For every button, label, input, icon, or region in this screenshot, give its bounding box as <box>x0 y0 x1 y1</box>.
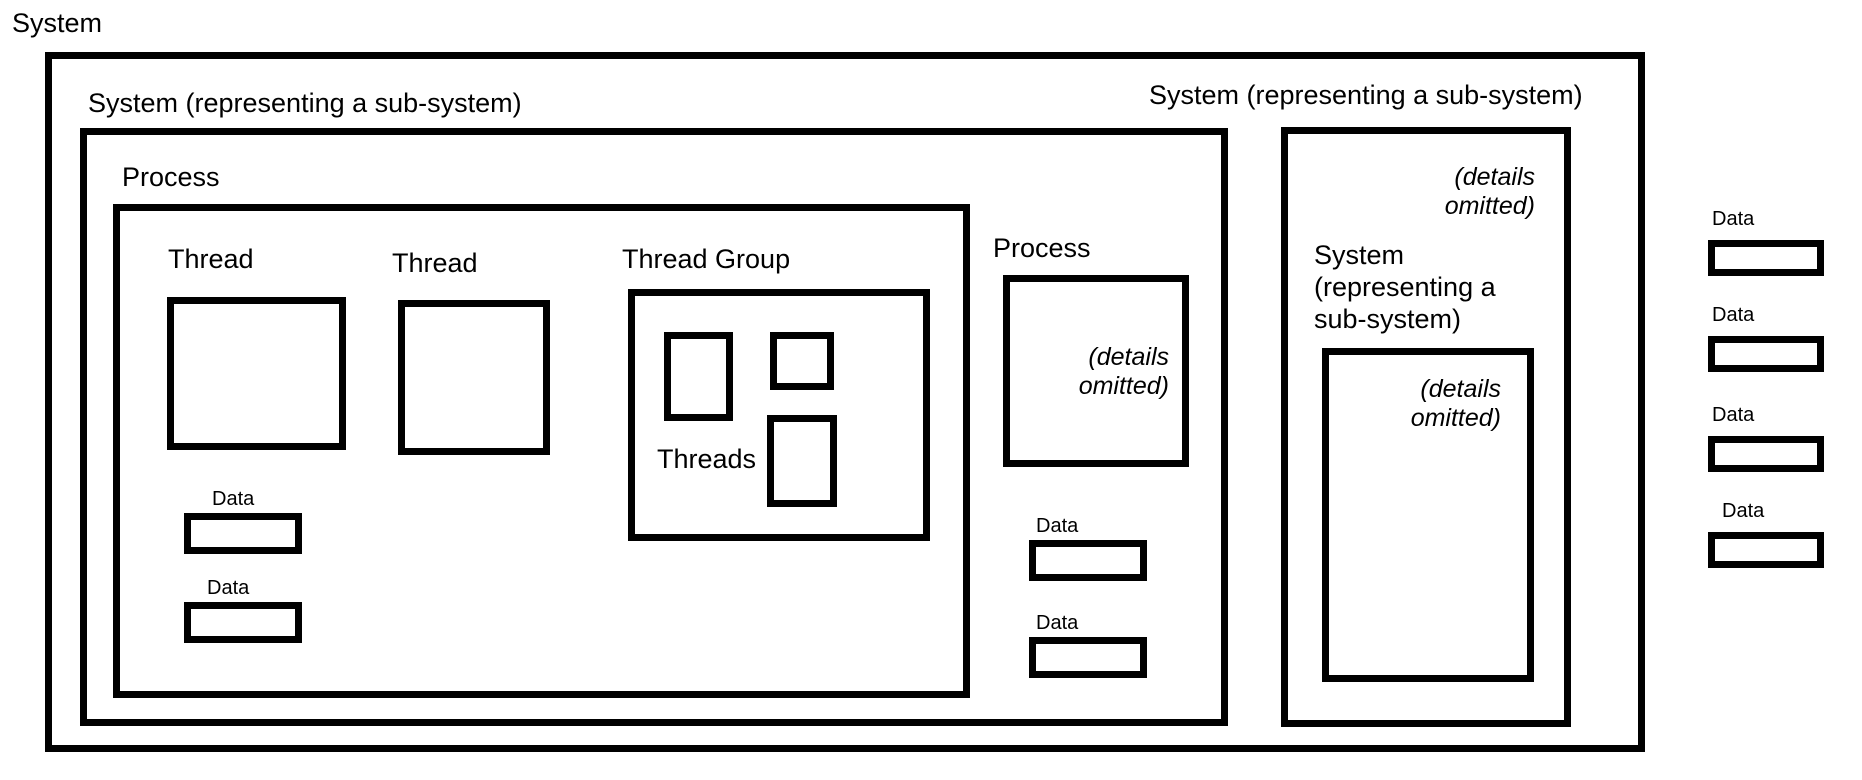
process-1-data-2-box <box>184 602 302 643</box>
standalone-data-3-box <box>1708 436 1824 472</box>
threads-label: Threads <box>657 444 757 474</box>
nested-system-details-omitted-text: (details omitted) <box>1410 375 1501 432</box>
process-2-label: Process <box>993 233 1091 263</box>
thread-group-thread-3-box <box>767 415 837 507</box>
process-2-data-2-label: Data <box>1036 612 1079 634</box>
thread-group-thread-1-box <box>664 332 733 421</box>
nested-system-box <box>1322 348 1534 682</box>
process-2-data-2-box <box>1029 637 1147 678</box>
thread-2-label: Thread <box>392 248 478 278</box>
standalone-data-4-box <box>1708 532 1824 568</box>
thread-2-box <box>398 300 550 455</box>
thread-group-label: Thread Group <box>622 244 791 274</box>
process-2-data-1-label: Data <box>1036 515 1079 537</box>
sub-system-2-label: System (representing a sub-system) <box>1149 80 1583 110</box>
process-1-data-1-label: Data <box>212 488 255 510</box>
standalone-data-4-label: Data <box>1722 500 1765 522</box>
standalone-data-1-box <box>1708 240 1824 276</box>
thread-1-label: Thread <box>168 244 254 274</box>
outer-system-label: System <box>12 8 103 38</box>
standalone-data-2-box <box>1708 336 1824 372</box>
nested-system-label: System (representing a sub-system) <box>1314 240 1496 334</box>
thread-1-box <box>167 297 346 450</box>
standalone-data-3-label: Data <box>1712 404 1755 426</box>
process-2-details-omitted-text: (details omitted) <box>1078 343 1169 400</box>
standalone-data-2-label: Data <box>1712 304 1755 326</box>
process-1-data-2-label: Data <box>207 577 250 599</box>
sub-system-1-label: System (representing a sub-system) <box>88 88 522 118</box>
process-2-data-1-box <box>1029 540 1147 581</box>
standalone-data-1-label: Data <box>1712 208 1755 230</box>
process-1-data-1-box <box>184 513 302 554</box>
process-2-box <box>1003 275 1189 467</box>
sub-system-2-details-omitted-text: (details omitted) <box>1444 163 1535 220</box>
thread-group-thread-2-box <box>770 332 834 390</box>
process-1-label: Process <box>122 162 220 192</box>
